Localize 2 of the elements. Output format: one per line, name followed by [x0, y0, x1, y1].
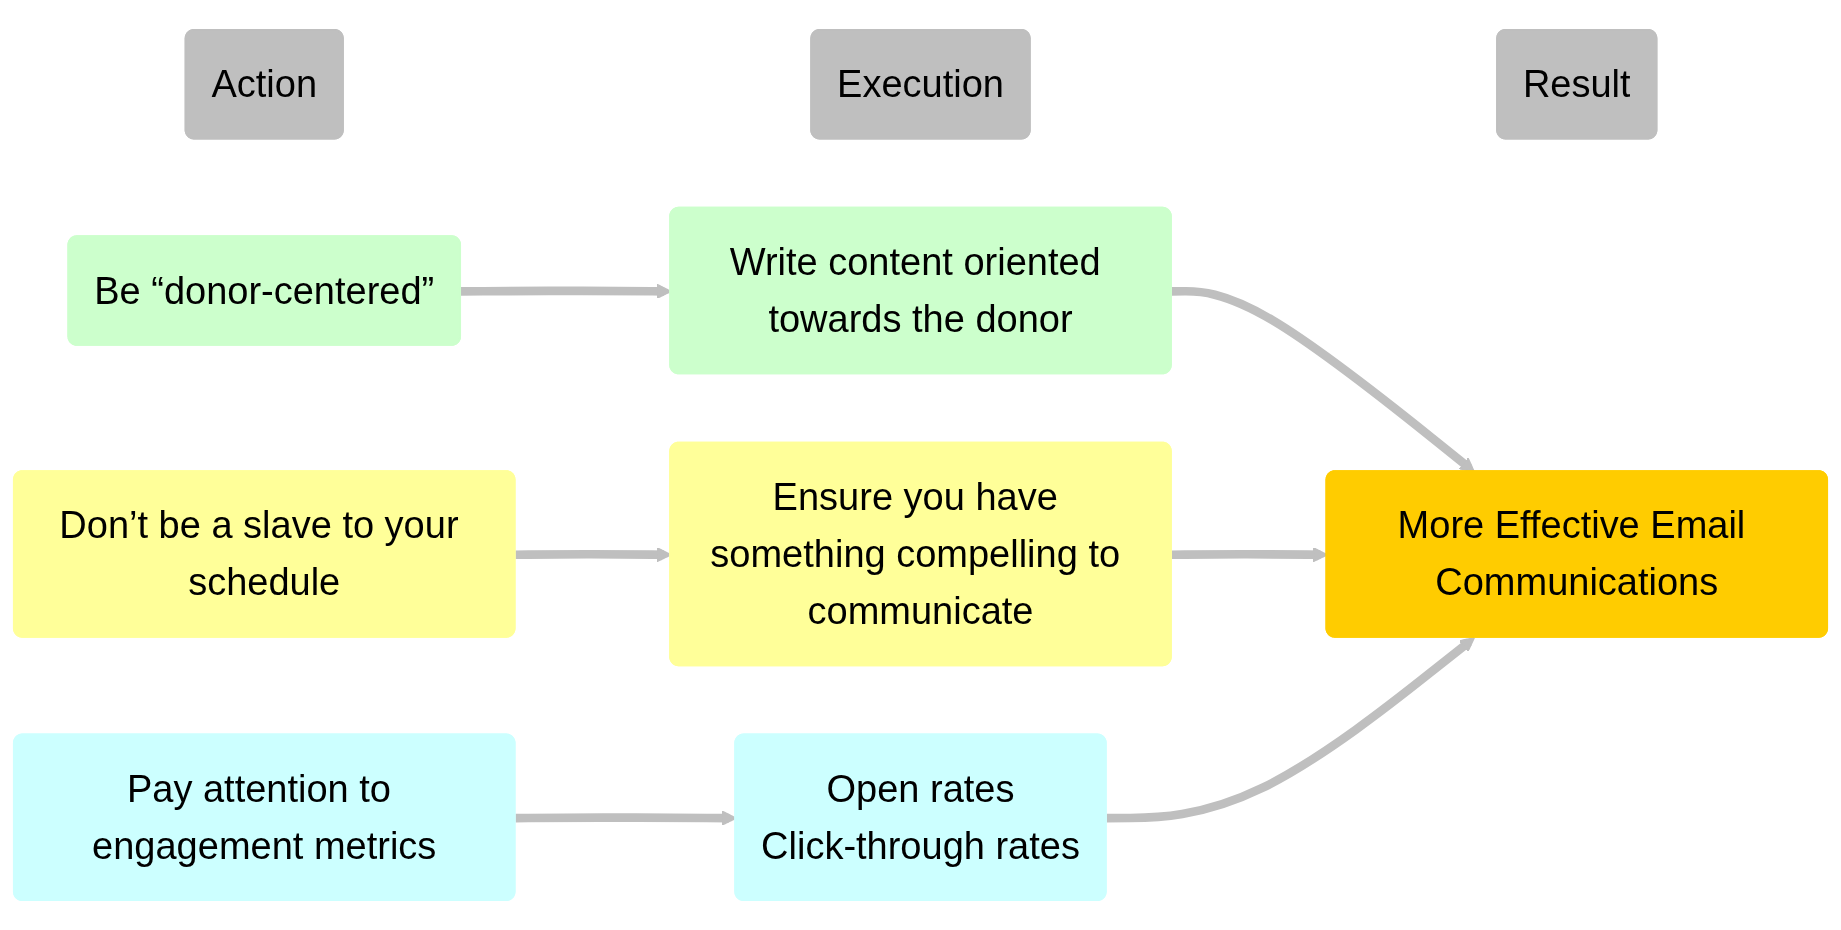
- arrow: [1106, 637, 1476, 823]
- arrow: [1171, 286, 1476, 473]
